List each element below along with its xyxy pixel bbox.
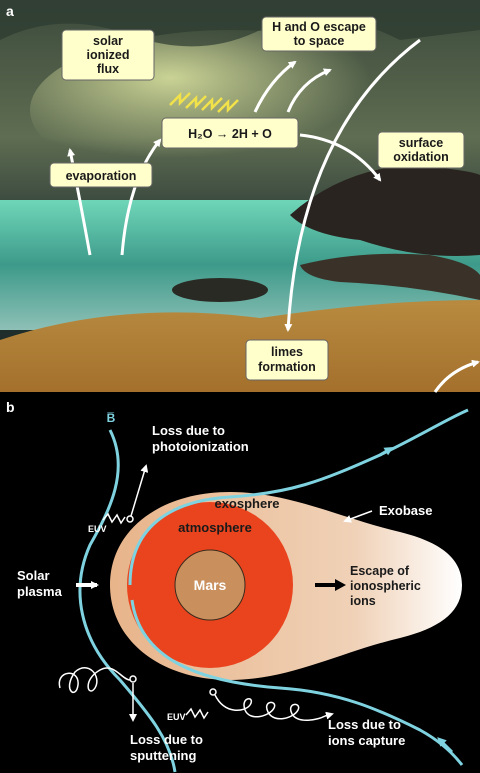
svg-text:EUV: EUV <box>167 712 186 722</box>
field-arrow-top <box>379 446 394 457</box>
reaction-box: H₂O → 2H + O <box>161 117 299 149</box>
svg-text:evaporation: evaporation <box>66 169 137 183</box>
svg-text:Loss due to: Loss due to <box>130 732 203 747</box>
escape-box: H and O escape to space <box>261 16 377 52</box>
euv-wave-bottom <box>185 707 209 720</box>
svg-text:ionized: ionized <box>86 48 129 62</box>
svg-text:H₂O → 2H + O: H₂O → 2H + O <box>188 127 272 141</box>
svg-text:formation: formation <box>258 360 316 374</box>
svg-text:solar: solar <box>93 34 123 48</box>
evaporation-box: evaporation <box>49 162 153 188</box>
rock-center <box>172 278 268 302</box>
escape-ions-line1: Escape of <box>350 564 410 578</box>
svg-text:Loss due to: Loss due to <box>152 423 225 438</box>
panel-label-b: b <box>6 399 15 415</box>
svg-text:EUV: EUV <box>88 524 107 534</box>
field-arrow-bottom <box>437 737 454 754</box>
ions-capture-helix <box>214 694 326 721</box>
svg-text:photoionization: photoionization <box>152 439 249 454</box>
ions-capture-group: EUV Loss due to ions capture <box>167 688 405 748</box>
limes-box: limes formation <box>245 339 329 381</box>
solar-flux-box: solar ionized flux <box>61 29 155 81</box>
escape-ions-line2: ionospheric <box>350 579 421 593</box>
solar-plasma-label-line2: plasma <box>17 584 63 599</box>
exosphere-label: exosphere <box>214 496 279 511</box>
evaporation-arrow-left <box>67 148 92 256</box>
sand-shore <box>0 300 480 392</box>
ion-particle-left <box>129 675 137 683</box>
svg-text:limes: limes <box>271 345 303 359</box>
sputtering-helix <box>58 667 131 693</box>
exobase-label: Exobase <box>379 503 432 518</box>
svg-text:flux: flux <box>97 62 119 76</box>
field-line-left <box>78 429 177 773</box>
surface-oxidation-box: surface oxidation <box>377 131 465 169</box>
escape-arrow-1 <box>253 60 297 113</box>
field-line-top <box>128 408 469 586</box>
ion-escape-arrow-head <box>335 579 346 591</box>
limes-arrow <box>284 38 421 332</box>
svg-text:to space: to space <box>294 34 345 48</box>
svg-text:H and O escape: H and O escape <box>272 20 366 34</box>
sputtering-group: Loss due to sputtening <box>58 667 203 763</box>
svg-text:oxidation: oxidation <box>393 150 449 164</box>
magnetic-field-lines <box>78 408 469 773</box>
svg-text:ions capture: ions capture <box>328 733 405 748</box>
b-field-label: B̅ <box>107 411 116 425</box>
ions-capture-arrow <box>324 711 334 720</box>
svg-text:Loss due to: Loss due to <box>328 717 401 732</box>
svg-text:surface: surface <box>399 136 444 150</box>
evaporation-arrow-right <box>120 138 162 256</box>
cloud-band <box>0 0 480 47</box>
photoionization-arrow <box>130 464 149 517</box>
field-line-bottom <box>130 599 464 766</box>
euv-wave-top <box>102 512 126 525</box>
rock-right <box>290 165 480 256</box>
panel-a: a solar ionized flux H and O esc <box>0 0 480 393</box>
escape-arrow-2 <box>286 68 332 113</box>
panel-a-arrows <box>67 38 480 393</box>
mars-planet <box>174 549 246 621</box>
rock-mid <box>300 253 480 300</box>
corner-arrow <box>433 359 480 393</box>
atmosphere-label: atmosphere <box>178 520 252 535</box>
lightning-icon <box>169 91 239 114</box>
solar-plasma-label-line1: Solar <box>17 568 50 583</box>
mars-label: Mars <box>194 577 227 593</box>
ion-particle-top <box>126 515 134 523</box>
exobase-arrow <box>343 510 373 523</box>
oxidation-arrow <box>299 133 382 182</box>
photoionization-group: EUV Loss due to photoionization <box>88 423 249 534</box>
panel-b: b B̅ EUV Loss due to photoionization exo… <box>0 394 480 773</box>
ion-particle-bottom <box>209 688 217 696</box>
svg-text:sputtening: sputtening <box>130 748 196 763</box>
escape-ions-line3: ions <box>350 594 376 608</box>
panel-label-a: a <box>6 3 14 19</box>
